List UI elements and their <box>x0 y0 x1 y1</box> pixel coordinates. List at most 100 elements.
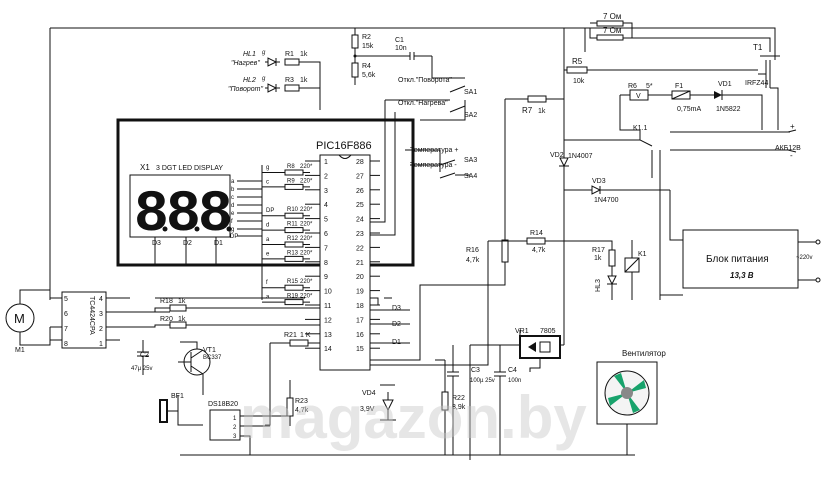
vt1-val: BC337 <box>203 355 222 361</box>
vr1-type: 7805 <box>540 328 556 335</box>
svg-text:5: 5 <box>64 296 68 303</box>
c3-val: 100µ 25v <box>470 378 495 384</box>
mcu-pin-right: 25 <box>356 202 364 209</box>
sa1-ref: SA1 <box>464 89 477 96</box>
seg-res-body <box>284 299 304 306</box>
heater-b-label: 7 Ом <box>603 26 621 35</box>
mcu-pin-left: 2 <box>324 173 328 180</box>
k11-ref: K1.1 <box>633 125 648 132</box>
vd2-val: 1N4007 <box>568 153 593 160</box>
led-display-x1: X1 3 DGT LED DISPLAY 888 D3 D2 D1 a b c … <box>116 118 415 267</box>
vd3-val: 1N4700 <box>594 197 619 204</box>
hl1-pin: g <box>262 50 266 56</box>
battery-minus: - <box>790 151 793 160</box>
digit-label-d2: D2 <box>183 240 192 247</box>
power-supply-block: Блок питания 13,3 В ~220v <box>660 190 821 296</box>
f1-val: 0,75mA <box>677 106 701 113</box>
driver-name: TC4424CPA <box>88 296 95 335</box>
bottom-left-block: C2 47µ 25v VT1 BC337 R21 1 K BF1 123 DS1… <box>131 332 320 455</box>
r1-ref: R1 <box>285 51 294 58</box>
r4-ref: R4 <box>362 63 371 70</box>
r4-val: 5,6k <box>362 72 376 79</box>
svg-text:4: 4 <box>99 296 103 303</box>
r17-val: 1k <box>594 255 602 262</box>
r5-ref: R5 <box>572 57 583 66</box>
mcu-pin-right: 20 <box>356 274 364 281</box>
c2-ref: C2 <box>140 352 149 359</box>
r18-ref: R18 <box>160 298 173 305</box>
r21-ref: R21 <box>284 332 297 339</box>
vt1-ref: VT1 <box>203 347 216 354</box>
mcu-pin-left: 10 <box>324 289 332 296</box>
r16-ref: R16 <box>466 247 479 254</box>
mcu-pin-left: 5 <box>324 217 328 224</box>
seg-res-ref: R9 <box>287 178 295 184</box>
mcu-pin-left: 13 <box>324 332 332 339</box>
seg-res-val: 220* <box>300 222 313 228</box>
r18-val: 1k <box>178 298 186 305</box>
t1-ref: T1 <box>753 43 763 52</box>
seg-g: g <box>231 227 234 233</box>
motor-m1: M M1 <box>5 289 51 354</box>
c4-ref: C4 <box>508 367 517 374</box>
r7-val: 1k <box>538 108 546 115</box>
r20-ref: R20 <box>160 316 173 323</box>
svg-text:8: 8 <box>166 183 201 248</box>
battery-plus: + <box>790 122 795 131</box>
led-hl2: HL2 "Поворот" g R3 1k <box>228 76 320 93</box>
seg-res-val: 220* <box>300 250 313 256</box>
top-bus <box>49 27 776 300</box>
display-segment-pins: a b c d e f g DP <box>230 179 262 240</box>
psu-label: Блок питания <box>706 254 769 265</box>
diodes-vd2-vd3: VD2 1N4007 VD3 1N4700 <box>550 152 670 204</box>
hl1-ref: HL1 <box>243 51 256 58</box>
r5-val: 10k <box>573 78 585 85</box>
seg-res-letter: c <box>266 179 269 185</box>
vd2-ref: VD2 <box>550 152 564 159</box>
seg-res-ref: R12 <box>287 236 299 242</box>
mcu-pin-right: 17 <box>356 317 364 324</box>
r20-val: 1k <box>178 316 186 323</box>
mains-label: ~220v <box>796 255 813 261</box>
mcu-pin-right: 27 <box>356 173 364 180</box>
mcu-pin-left: 1 <box>324 159 328 166</box>
led-hl1: HL1 "Нагрев" g R1 1k <box>231 50 321 110</box>
resistor-r16: R16 4,7k <box>370 99 509 361</box>
mcu-pin-right: 26 <box>356 188 364 195</box>
svg-text:V: V <box>636 93 641 100</box>
seg-b: b <box>231 187 235 193</box>
sa2-ref: SA2 <box>464 112 477 119</box>
vr1-ref: VR1 <box>515 328 529 335</box>
seg-res-body <box>284 227 304 234</box>
sa4-ref: SA4 <box>464 173 477 180</box>
bf1-ref: BF1 <box>171 393 184 400</box>
r3-val: 1k <box>300 77 308 84</box>
seg-res-body <box>284 255 304 262</box>
seg-res-body <box>284 212 304 219</box>
seg-res-ref: R13 <box>287 250 299 256</box>
mcu-pin-right: 18 <box>356 303 364 310</box>
hl3-ref: HL3 <box>595 279 602 292</box>
hl2-pin: g <box>262 76 266 82</box>
mcu-pin-left: 14 <box>324 346 332 353</box>
seg-res-body <box>284 183 304 190</box>
svg-text:3: 3 <box>233 434 237 440</box>
switch-block: Откл."Поворота" SA1 Откл."Нагрева" SA2 Т… <box>370 56 477 236</box>
motor-ref: M1 <box>15 347 25 354</box>
seg-res-val: 220* <box>300 164 313 170</box>
svg-text:6: 6 <box>64 311 68 318</box>
seg-res-val: 220* <box>300 178 313 184</box>
r17-ref: R17 <box>592 247 605 254</box>
svg-text:2: 2 <box>99 326 103 333</box>
r14-val: 4,7k <box>532 247 546 254</box>
mcu-pin-left: 4 <box>324 202 328 209</box>
vd4-ref: VD4 <box>362 390 376 397</box>
regulator-vr1: VR1 7805 <box>469 328 561 460</box>
seg-res-body <box>284 241 304 248</box>
svg-text:1: 1 <box>233 416 237 422</box>
hl2-ref: HL2 <box>243 77 256 84</box>
ground-bus <box>180 300 635 456</box>
mcu-pin-right: 28 <box>356 159 364 166</box>
mcu-pin-right: 22 <box>356 245 364 252</box>
